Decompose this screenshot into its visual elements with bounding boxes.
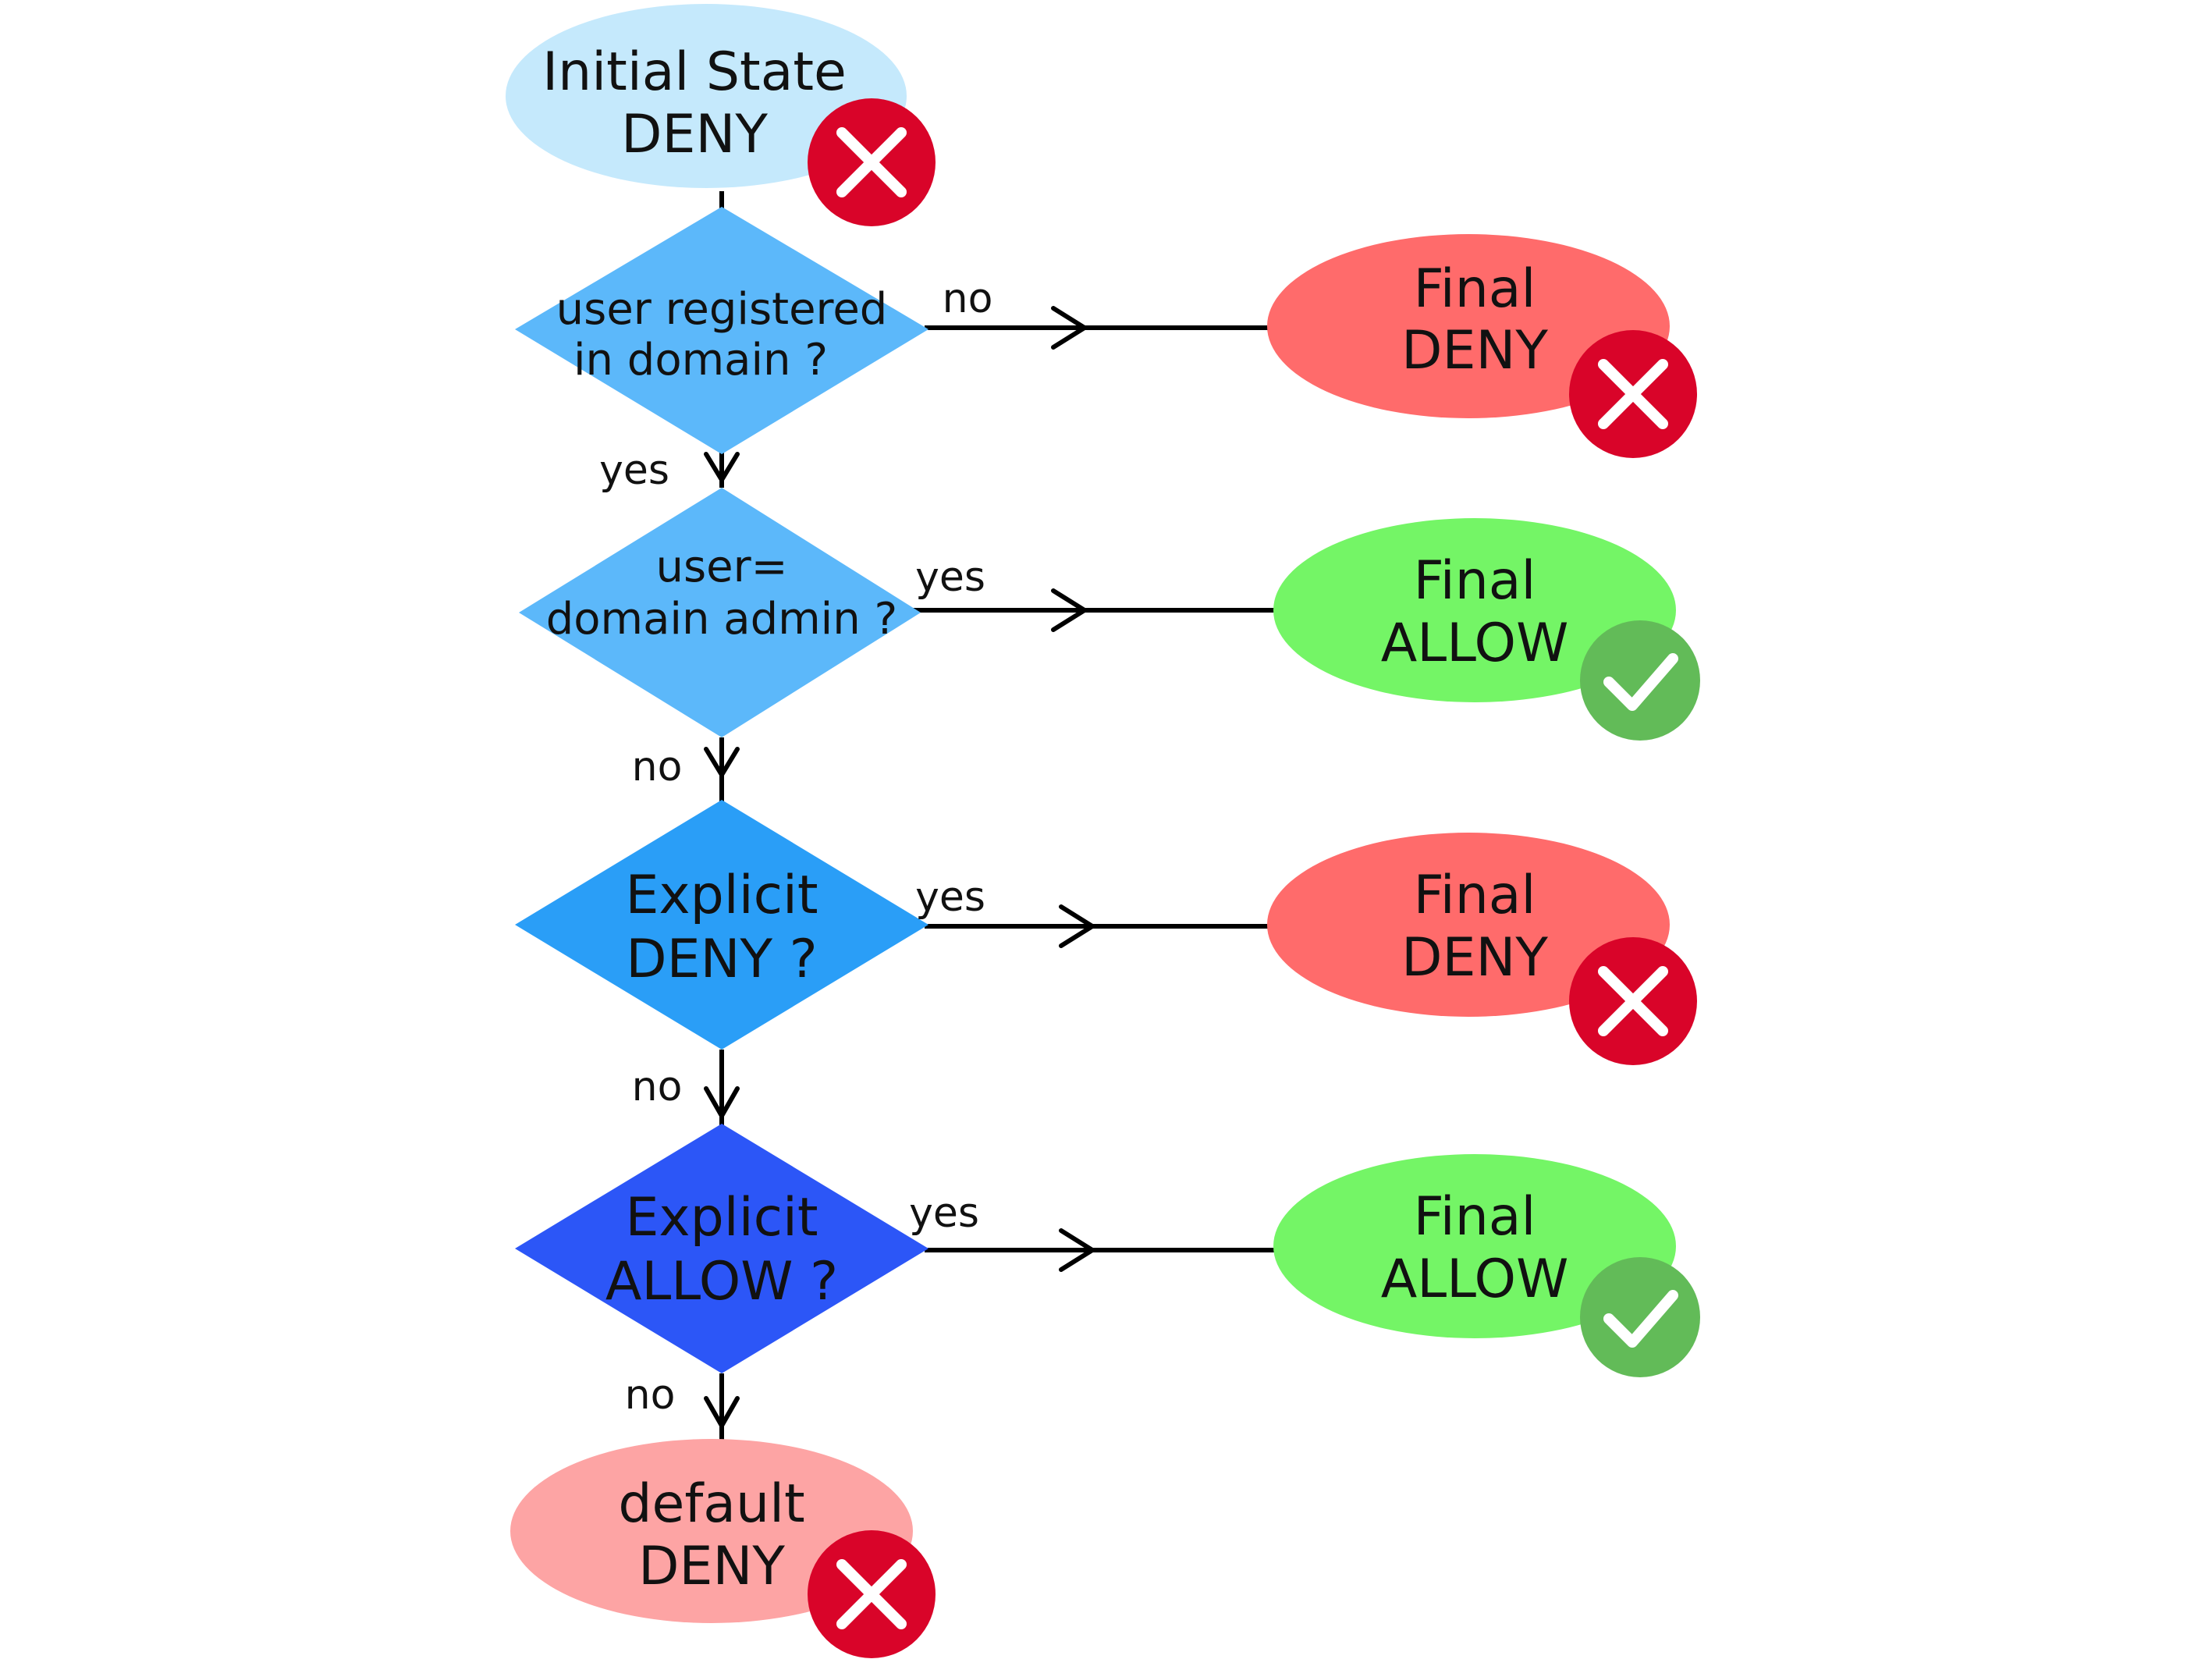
decision-explicit-allow: Explicit ALLOW ? [515,1124,928,1373]
final-deny-2-line2: DENY [1401,927,1548,989]
edge-labels: no yes yes no yes no yes no [599,275,992,1419]
final-allow-2-ellipse [1273,1154,1676,1338]
final-deny-1-line2: DENY [1401,320,1548,382]
x-circle-icon [808,98,936,226]
decision-explicit-deny: Explicit DENY ? [515,800,928,1050]
final-deny-node-2: Final DENY [1267,833,1670,1017]
initial-state-ellipse [506,4,907,188]
final-allow-1-line1: Final [1414,550,1536,612]
final-allow-2-line1: Final [1414,1186,1536,1248]
check-circle-icon [1580,620,1700,741]
arrowhead-explicit-allow-to-final-allow [1059,1228,1095,1272]
edge-label-registered-no: no [943,275,993,322]
decision-explicit-allow-line2: ALLOW ? [605,1251,838,1313]
decision-domain-admin: user= domain admin ? [519,488,921,737]
check-circle-icon [1580,1257,1700,1377]
initial-state-node: Initial State DENY [506,4,907,188]
final-allow-1-ellipse [1273,518,1676,702]
decision-user-registered-line2: in domain ? [573,335,828,385]
final-deny-2-ellipse [1267,833,1670,1017]
decision-domain-admin-line1: user= [655,542,787,592]
x-circle-icon [808,1530,936,1658]
edge-label-allow-no: no [625,1372,676,1419]
x-circle-icon [1569,330,1697,458]
connectors [704,191,1280,1440]
edge-label-admin-no: no [632,744,683,790]
default-deny-line1: default [618,1473,804,1535]
final-allow-node-1: Final ALLOW [1273,518,1676,702]
arrowhead-admin-to-explicit-deny [704,747,740,777]
final-deny-2-line1: Final [1414,865,1536,926]
arrowhead-explicit-deny-to-final-deny [1059,904,1095,948]
final-allow-2-line2: ALLOW [1381,1249,1569,1310]
decision-user-registered: user registered in domain ? [515,207,928,454]
decision-domain-admin-line2: domain admin ? [546,594,898,645]
edge-label-registered-yes: yes [599,447,669,494]
decision-explicit-deny-diamond [515,800,928,1050]
edge-label-deny-yes: yes [915,874,985,921]
decision-explicit-allow-diamond [515,1124,928,1373]
final-allow-node-2: Final ALLOW [1273,1154,1676,1338]
final-deny-1-line1: Final [1414,258,1536,320]
decision-domain-admin-diamond [519,488,921,737]
final-allow-1-line2: ALLOW [1381,613,1569,674]
decision-explicit-deny-line1: Explicit [625,865,818,926]
arrowhead-explicit-allow-to-default [704,1396,740,1428]
default-deny-line2: DENY [638,1536,785,1597]
final-deny-1-ellipse [1267,234,1670,418]
decision-explicit-deny-line2: DENY ? [626,929,817,990]
final-deny-node-1: Final DENY [1267,234,1670,418]
edge-label-admin-yes: yes [915,554,985,601]
edge-label-deny-no: no [632,1064,683,1110]
x-circle-icon [1569,937,1697,1065]
decision-user-registered-diamond [515,207,928,454]
initial-state-line1: Initial State [542,41,847,103]
decision-explicit-allow-line1: Explicit [625,1187,818,1249]
arrowhead-admin-to-final-allow [1051,588,1087,632]
arrowhead-explicit-deny-to-explicit-allow [704,1086,740,1118]
edge-label-allow-yes: yes [909,1190,979,1237]
arrowhead-registered-to-final-deny [1051,306,1087,350]
decision-user-registered-line1: user registered [556,284,888,335]
arrowhead-registered-to-admin [704,452,740,482]
initial-state-line2: DENY [621,104,768,165]
